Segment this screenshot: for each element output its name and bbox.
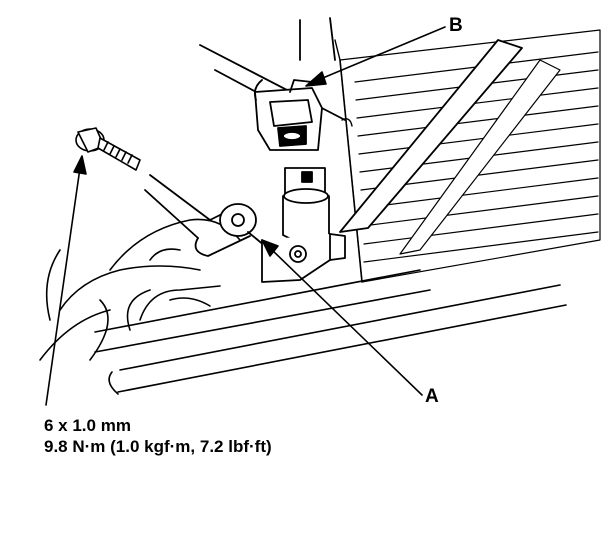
pressure-sensor [261, 167, 346, 283]
bolt-size: 6 x 1.0 mm [44, 416, 131, 435]
callout-a: A [425, 386, 439, 407]
sensor-connector [253, 79, 323, 151]
refrigerant-line [144, 174, 271, 257]
condenser-panel [334, 29, 601, 283]
bolt-spec: 6 x 1.0 mm 9.8 N·m (1.0 kgf·m, 7.2 lbf·f… [44, 415, 272, 457]
leader-lines [45, 26, 446, 406]
bolt-icon [75, 127, 141, 171]
callout-b: B [449, 15, 463, 36]
bolt-torque: 9.8 N·m (1.0 kgf·m, 7.2 lbf·ft) [44, 437, 272, 456]
